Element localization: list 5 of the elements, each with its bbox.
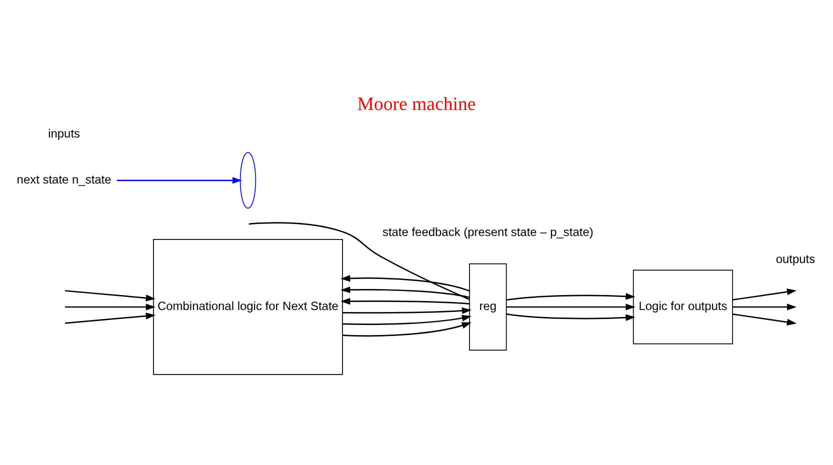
label: state feedback (present state – p_state) [382,224,594,238]
node-text: next state n_state [16,172,112,186]
label: inputs [48,126,80,140]
label: outputs [776,252,816,266]
diagram-title: Moore machine [357,93,476,114]
